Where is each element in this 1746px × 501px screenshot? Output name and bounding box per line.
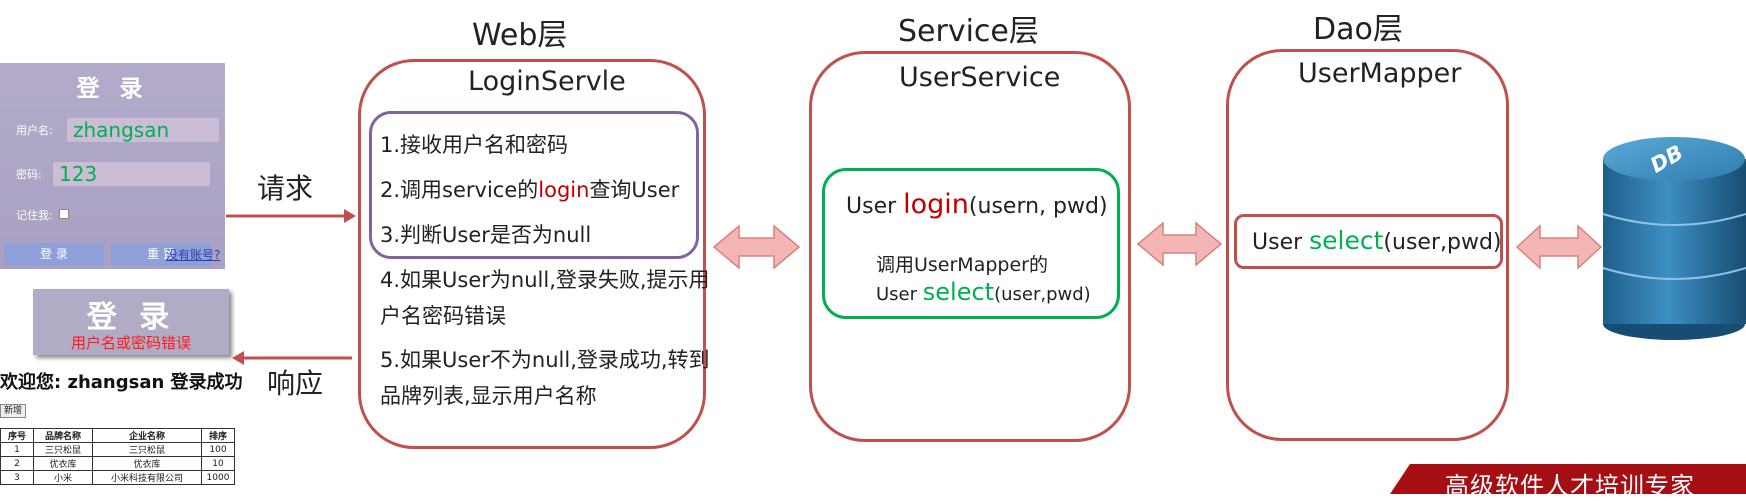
web-step-5-line-2: 品牌列表,显示用户名称 (380, 384, 597, 408)
service-layer-title: Service层 (898, 14, 1039, 49)
dao-box-title: UserMapper (1298, 58, 1462, 89)
login-error-panel: 登 录 用户名或密码错误 (33, 289, 229, 355)
remember-label: 记住我: (16, 209, 53, 222)
service-login-signature: User login(usern, pwd) (846, 189, 1108, 220)
error-panel-title: 登 录 (86, 300, 176, 335)
diagram-connectors (226, 137, 1746, 365)
web-step-1: 1.接收用户名和密码 (380, 133, 569, 157)
table-cell: 1000 (201, 470, 235, 485)
response-label: 响应 (267, 367, 324, 400)
brand-table: 序号 品牌名称 企业名称 排序 1 三只松鼠 三只松鼠 100 2 优衣库 优衣… (0, 428, 235, 485)
password-label: 密码: (16, 168, 42, 181)
login-form: 登 录 用户名: zhangsan 密码: 123 记住我: 登 录 重 置 没… (0, 63, 225, 269)
table-row: 1 三只松鼠 三只松鼠 100 (0, 442, 235, 457)
register-link[interactable]: 没有账号? (166, 248, 221, 262)
login-button[interactable]: 登 录 (4, 243, 104, 266)
dao-db-double-arrow (1515, 224, 1603, 270)
request-arrow-head (344, 209, 356, 223)
web-layer-box (358, 59, 706, 449)
web-step-5-line-1: 5.如果User不为null,登录成功,转到 (380, 348, 710, 372)
service-box-title: UserService (899, 62, 1061, 93)
username-label: 用户名: (16, 124, 53, 137)
footer-slogan: 高级软件人才培训专家 (1445, 472, 1695, 500)
web-box-title: LoginServle (468, 66, 626, 97)
service-layer-box (809, 51, 1131, 442)
web-step-4-line-2: 户名密码错误 (380, 304, 506, 328)
web-service-double-arrow (712, 224, 801, 270)
web-core-steps-frame (369, 111, 699, 259)
response-arrow-head (232, 351, 244, 365)
service-method-frame (822, 168, 1120, 319)
table-cell: 小米科技有限公司 (92, 470, 202, 485)
table-row: 3 小米 小米科技有限公司 1000 (0, 470, 235, 485)
dao-layer-box (1226, 49, 1509, 441)
service-dao-double-arrow (1136, 221, 1223, 267)
dao-layer-title: Dao层 (1313, 12, 1403, 47)
web-layer-title: Web层 (472, 18, 568, 53)
dao-select-signature: User select(user,pwd) (1252, 226, 1502, 255)
error-message: 用户名或密码错误 (70, 334, 191, 352)
reset-button[interactable]: 重 置 (111, 243, 211, 266)
add-brand-button[interactable]: 新增 (0, 404, 27, 418)
web-step-2: 2.调用service的login查询User (380, 178, 680, 202)
service-call-select: User select(user,pwd) (876, 278, 1091, 306)
remember-checkbox[interactable] (59, 209, 69, 219)
username-field[interactable]: zhangsan (67, 118, 219, 142)
password-field[interactable]: 123 (53, 162, 210, 186)
request-label: 请求 (257, 172, 314, 205)
welcome-text: 欢迎您: zhangsan 登录成功 (0, 372, 243, 393)
web-step-4-line-1: 4.如果User为null,登录失败,提示用 (380, 268, 710, 292)
web-step-3: 3.判断User是否为null (380, 223, 592, 247)
login-form-title: 登 录 (76, 76, 149, 102)
database-icon (1602, 137, 1746, 340)
dao-method-frame (1234, 214, 1503, 269)
service-call-note: 调用UserMapper的 (876, 254, 1048, 276)
